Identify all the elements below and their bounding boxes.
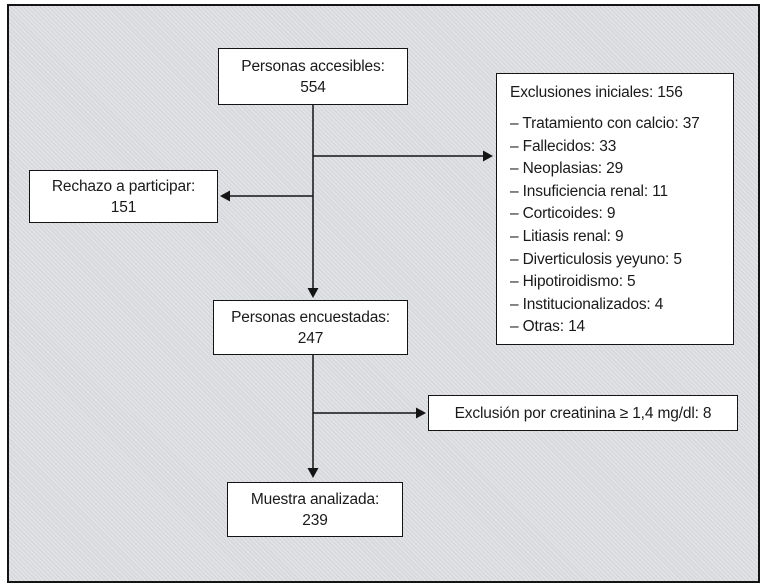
node-label: Muestra analizada: [250, 490, 380, 508]
node-value: 239 [302, 511, 328, 529]
node-label: Personas accesibles: [241, 57, 385, 75]
exclusion-item: – Fallecidos: 33 [510, 137, 617, 155]
exclusion-item: – Corticoides: 9 [510, 205, 616, 223]
exclusion-item: – Diverticulosis yeyuno: 5 [510, 250, 682, 268]
node-personas-encuestadas: Personas encuestadas: 247 [213, 300, 408, 355]
exclusion-item: – Hipotiroidismo: 5 [510, 273, 636, 291]
exclusion-item: – Litiasis renal: 9 [510, 227, 624, 245]
exclusion-item: – Otras: 14 [510, 318, 586, 336]
node-label: Personas encuestadas: [231, 308, 390, 326]
node-label: Exclusión por creatinina ≥ 1,4 mg/dl: 8 [454, 404, 712, 422]
exclusion-item: – Institucionalizados: 4 [510, 295, 664, 313]
node-personas-accesibles: Personas accesibles: 554 [218, 48, 408, 105]
exclusion-item: – Neoplasias: 29 [510, 160, 624, 178]
node-label: Rechazo a participar: [51, 177, 196, 195]
node-value: 151 [110, 198, 137, 216]
node-rechazo-a-participar: Rechazo a participar: 151 [29, 170, 218, 223]
exclusion-item: – Tratamiento con calcio: 37 [510, 115, 700, 132]
node-value: 247 [297, 329, 324, 347]
node-exclusiones-iniciales: Exclusiones iniciales: 156 – Tratamiento… [496, 73, 734, 345]
exclusion-item: – Insuficiencia renal: 11 [510, 182, 668, 200]
exclusions-title: Exclusiones iniciales: 156 [510, 84, 683, 101]
node-exclusion-creatinina: Exclusión por creatinina ≥ 1,4 mg/dl: 8 [428, 395, 738, 431]
node-value: 554 [300, 78, 326, 96]
node-muestra-analizada: Muestra analizada: 239 [227, 482, 403, 537]
